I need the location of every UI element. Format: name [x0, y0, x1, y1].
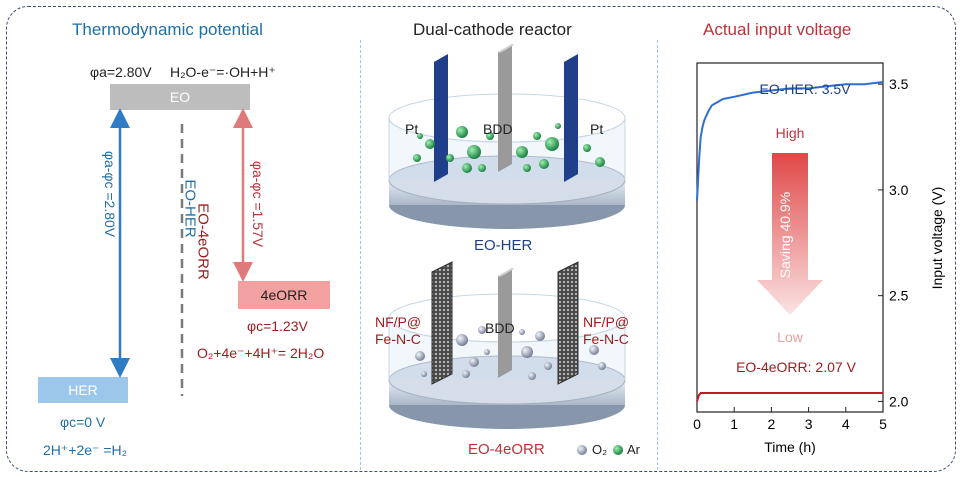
eo-level-label: EO — [169, 89, 191, 105]
high-label: High — [776, 125, 805, 141]
y-tick-label: 3.0 — [889, 182, 909, 198]
level-arrows — [110, 108, 253, 396]
orr-level-bar: 4eORR — [238, 281, 330, 309]
bottom-center-electrode-label: BDD — [485, 320, 515, 336]
separator-right — [657, 40, 658, 470]
x-tick-label: 3 — [805, 416, 813, 432]
low-label: Low — [777, 329, 804, 345]
orr-level-label: 4eORR — [260, 287, 308, 303]
x-tick-label: 5 — [879, 416, 887, 432]
orr-reaction: O₂+4e⁻+4H⁺= 2H₂O — [197, 345, 325, 361]
her-level-label: HER — [68, 382, 98, 398]
eo-level-bar: EO — [110, 84, 250, 110]
x-axis-title: Time (h) — [764, 439, 816, 455]
eo-her-reactor — [388, 44, 626, 229]
her-level-bar: HER — [38, 377, 128, 403]
eo-4eorr-vertical-label: EO-4eORR — [194, 203, 212, 280]
orr-potential-gap: φa-φc =1.57V — [250, 160, 266, 248]
top-right-electrode-label: Pt — [590, 121, 604, 137]
her-reaction: 2H⁺+2e⁻ =H₂ — [43, 442, 128, 458]
eo-4eorr-voltage-line — [696, 392, 883, 402]
ar-bubble-icon — [613, 445, 623, 455]
reactor-illustration — [388, 44, 626, 455]
x-tick-label: 4 — [842, 416, 850, 432]
saving-label: Saving 40.9% — [777, 192, 793, 278]
o2-bubble-icon — [577, 445, 587, 455]
panel-title-reactor: Dual-cathode reactor — [413, 20, 572, 39]
saving-arrow — [757, 153, 823, 315]
y-tick-label: 2.5 — [889, 288, 909, 304]
top-center-electrode-label: BDD — [483, 121, 513, 137]
panel-title-voltage: Actual input voltage — [703, 20, 852, 39]
separator-left — [360, 40, 361, 470]
eo-her-annotation: EO-HER: 3.5V — [759, 81, 851, 97]
x-tick-label: 1 — [730, 416, 738, 432]
eo-her-voltage-line — [696, 81, 884, 201]
bottom-right-electrode-label: NF/P@ Fe-N-C — [583, 314, 630, 347]
figure-frame — [6, 6, 956, 472]
x-tick-label: 2 — [768, 416, 776, 432]
phi-c-her: φc=0 V — [60, 414, 106, 430]
phi-a-label: φa=2.80V — [90, 64, 152, 80]
bottom-reactor-caption: EO-4eORR — [468, 441, 545, 458]
y-axis-title: Input voltage (V) — [929, 187, 945, 290]
phi-c-orr: φc=1.23V — [247, 318, 308, 334]
legend-ar-label: Ar — [627, 442, 640, 457]
eo-reaction: H₂O-e⁻=·OH+H⁺ — [170, 64, 276, 80]
legend-o2-label: O₂ — [592, 442, 608, 457]
her-potential-gap: φa-φc =2.80V — [102, 150, 118, 238]
y-tick-label: 3.5 — [889, 76, 909, 92]
y-tick-label: 2.0 — [889, 393, 909, 409]
voltage-chart: 0 1 2 3 4 52.0 2.5 3.0 3.5 Saving 40.9% High Low… — [693, 62, 945, 455]
x-tick-label: 0 — [693, 416, 701, 432]
bottom-left-electrode-label: NF/P@ Fe-N-C — [375, 314, 422, 347]
top-left-electrode-label: Pt — [405, 121, 419, 137]
panel-title-thermodynamic: Thermodynamic potential — [72, 20, 263, 39]
axis-ticks: 0 1 2 3 4 52.0 2.5 3.0 3.5 — [693, 76, 909, 432]
eo-4eorr-annotation: EO-4eORR: 2.07 V — [736, 359, 856, 375]
top-reactor-caption: EO-HER — [474, 237, 533, 254]
plot-frame — [696, 62, 884, 413]
eo-4eorr-reactor — [388, 261, 626, 429]
